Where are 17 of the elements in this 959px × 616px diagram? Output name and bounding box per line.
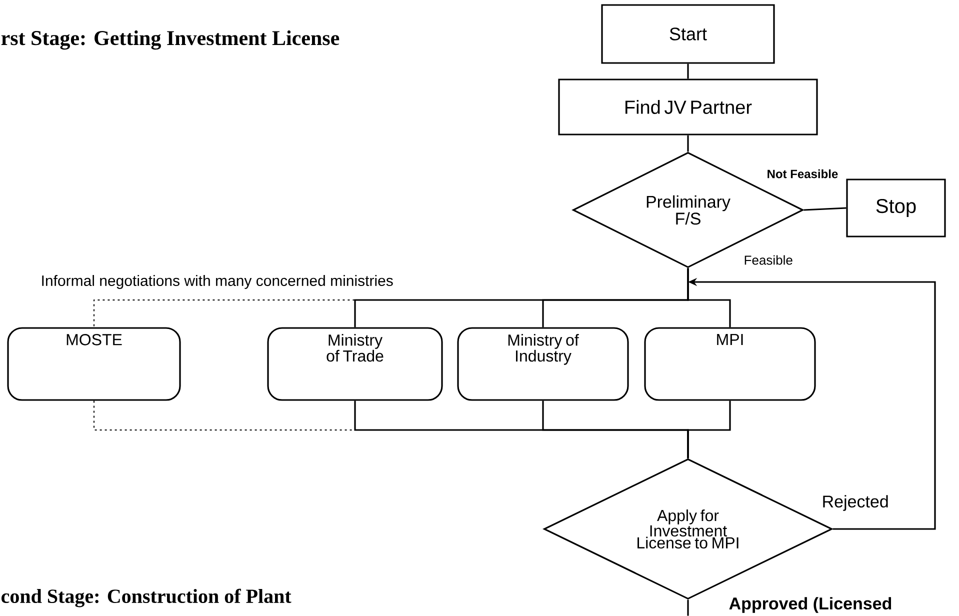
connector — [687, 135, 689, 152]
ministry-box: MOSTE — [7, 327, 181, 401]
connector — [687, 64, 689, 79]
note: Informal negotiations with many concerned ministries — [42, 275, 393, 289]
edge-label: Feasible — [742, 254, 794, 266]
stage-heading: rst Stage: Getting Investment License — [1, 30, 340, 50]
connector — [687, 600, 689, 616]
stage-heading: cond Stage: Construction of Plant — [2, 588, 292, 608]
ministry-box: Ministry of Trade — [267, 327, 443, 401]
connector — [804, 207, 846, 211]
connector — [687, 400, 731, 458]
process-box: Find JV Partner — [558, 78, 818, 136]
process-box: Stop — [846, 178, 946, 238]
connector — [687, 268, 731, 328]
process-box: Start — [601, 4, 775, 64]
ministry-box: Ministry of Industry — [457, 327, 629, 401]
ministry-box: MPI — [644, 327, 816, 401]
